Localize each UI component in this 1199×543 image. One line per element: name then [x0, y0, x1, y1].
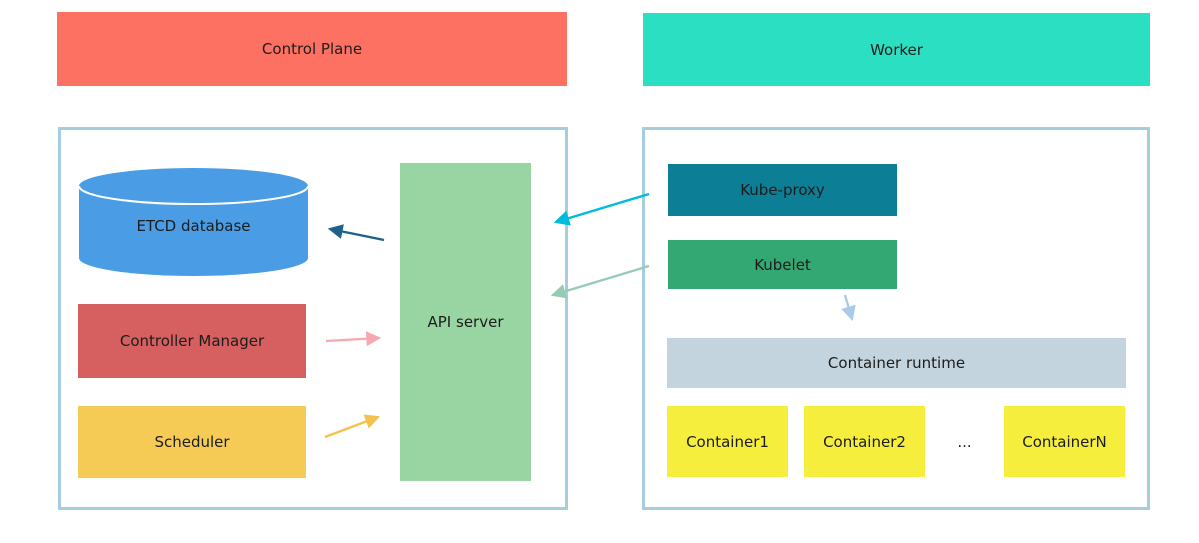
scheduler-label: Scheduler [154, 433, 230, 451]
worker-group-container [642, 127, 1150, 510]
api-server-node: API server [400, 163, 531, 481]
kube-proxy-label: Kube-proxy [740, 181, 825, 199]
control-plane-title: Control Plane [261, 40, 363, 58]
api-server-label: API server [427, 313, 504, 331]
container1-node: Container1 [667, 406, 788, 477]
containerN-node: ContainerN [1004, 406, 1125, 477]
container2-node: Container2 [804, 406, 925, 477]
container2-label: Container2 [823, 432, 906, 451]
container-ellipsis: ... [925, 406, 1004, 477]
control-plane-group-container [58, 127, 568, 510]
etcd-database-label: ETCD database [136, 217, 251, 235]
kubelet-node: Kubelet [668, 240, 897, 289]
controller-manager-node: Controller Manager [78, 304, 306, 378]
worker-header: Worker [643, 13, 1150, 86]
container1-label: Container1 [686, 432, 769, 451]
containerN-label: ContainerN [1022, 432, 1107, 451]
worker-title: Worker [870, 40, 923, 59]
scheduler-node: Scheduler [78, 406, 306, 478]
container-ellipsis-label: ... [957, 432, 972, 451]
etcd-database-node: ETCD database [79, 176, 308, 276]
arrow-kube-proxy-to-api-server [553, 192, 650, 226]
kubelet-label: Kubelet [754, 255, 811, 274]
kube-proxy-node: Kube-proxy [668, 164, 897, 216]
controller-manager-label: Controller Manager [119, 332, 265, 350]
container-runtime-label: Container runtime [827, 354, 966, 372]
container-runtime-node: Container runtime [667, 338, 1126, 388]
control-plane-header: Control Plane [57, 12, 567, 86]
